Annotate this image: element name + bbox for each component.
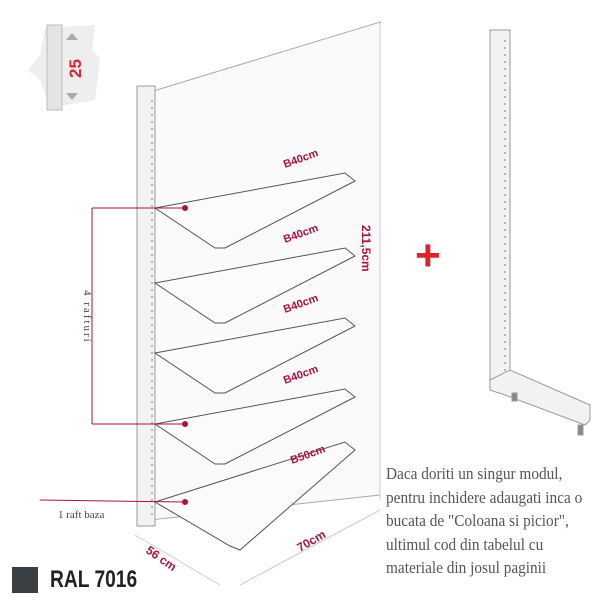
width-label: 70cm bbox=[295, 527, 329, 554]
shelf bbox=[153, 441, 356, 551]
column-with-foot bbox=[489, 29, 591, 436]
color-label: RAL 7016 bbox=[50, 566, 138, 593]
color-swatch bbox=[12, 567, 38, 593]
height-label: 211,5cm bbox=[359, 225, 373, 272]
shelves-count-label: 4 rafturi bbox=[81, 290, 93, 344]
shelf bbox=[153, 172, 356, 249]
shelf bbox=[153, 317, 356, 394]
shelf bbox=[153, 388, 356, 465]
note-line: pentru inchidere adaugati inca o bbox=[386, 487, 583, 507]
note-line: ultimul cod din tabelul cu bbox=[386, 534, 544, 554]
note-line: Daca doriti un singur modul, bbox=[386, 464, 563, 483]
shelf bbox=[153, 247, 356, 324]
color-code: RAL 7016 bbox=[12, 566, 159, 594]
shelves-bracket bbox=[39, 205, 188, 505]
note-line: materiale din josul paginii bbox=[386, 558, 547, 577]
plus-icon: + bbox=[415, 231, 441, 280]
hole-pitch-value: 25 bbox=[66, 59, 85, 78]
hole-pitch-badge: 25 bbox=[28, 24, 100, 111]
note-line: bucata de "Coloana si picior", bbox=[386, 511, 569, 530]
left-column bbox=[136, 85, 156, 527]
base-shelf-label: 1 raft baza bbox=[58, 509, 105, 521]
note-text: Daca doriti un singur modul, pentru inch… bbox=[386, 462, 583, 580]
